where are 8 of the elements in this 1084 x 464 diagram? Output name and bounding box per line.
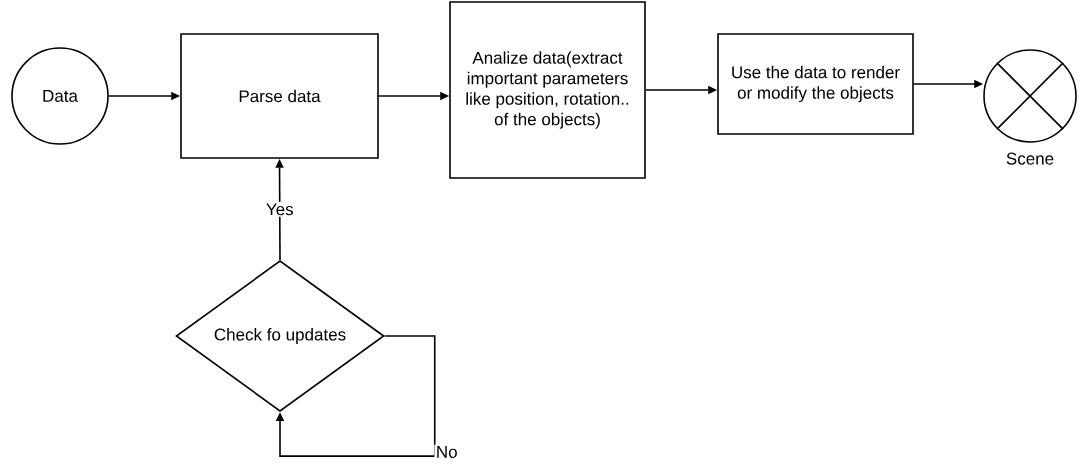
edge-label: Yes (264, 201, 296, 217)
arrow (275, 335, 436, 457)
process-box: Use the data to render or modify the objects (717, 33, 914, 135)
edge-label: No (434, 444, 460, 460)
process-box: Parse data (180, 33, 379, 159)
node-caption: Scene (1006, 152, 1054, 165)
end-circle (983, 49, 1077, 143)
process-box: Analize data(extract important parameters like position, rotation.. of the objects) (449, 1, 646, 179)
